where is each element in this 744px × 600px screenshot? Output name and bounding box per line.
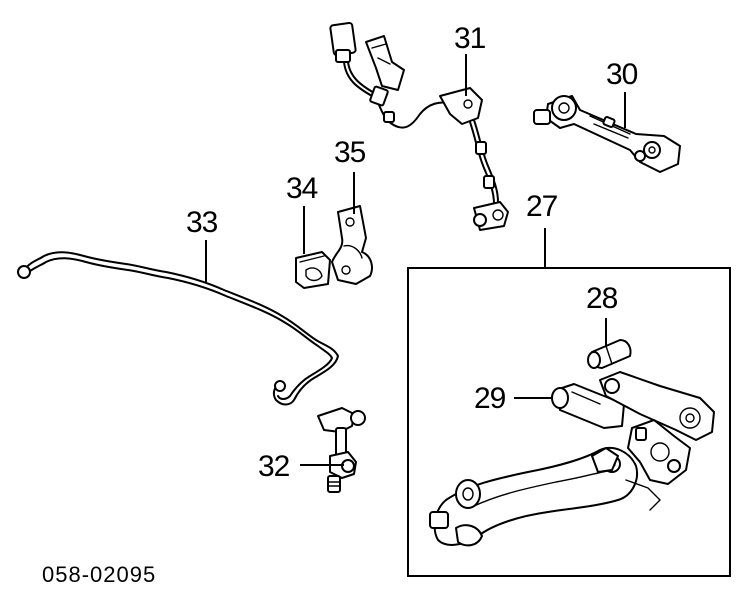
part-34-stabilizer-bushing[interactable] — [295, 251, 331, 289]
callout-31: 31 — [454, 22, 486, 55]
callout-32: 32 — [258, 450, 290, 483]
callout-27: 27 — [526, 190, 558, 223]
assembly-27-box — [407, 267, 731, 577]
callout-30: 30 — [606, 58, 638, 91]
callout-34: 34 — [286, 172, 318, 205]
callout-29: 29 — [474, 382, 506, 415]
callout-35: 35 — [334, 136, 366, 169]
diagram-code: 058-02095 — [42, 562, 156, 587]
part-33-stabilizer-bar[interactable] — [17, 251, 339, 406]
part-27-lower-arm-assembly[interactable] — [429, 371, 715, 547]
part-32-stabilizer-link[interactable] — [317, 407, 366, 493]
callout-28: 28 — [586, 282, 618, 315]
part-35-stabilizer-holder[interactable] — [331, 205, 373, 285]
callout-33: 33 — [186, 206, 218, 239]
part-28-bushing[interactable] — [587, 339, 632, 369]
part-31-speed-sensor[interactable] — [329, 22, 509, 231]
part-30-control-link[interactable] — [533, 95, 681, 173]
